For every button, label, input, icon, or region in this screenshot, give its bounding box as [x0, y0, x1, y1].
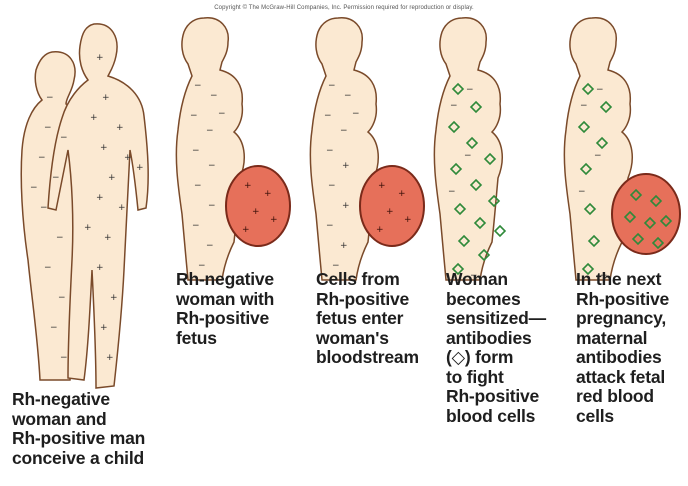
svg-text:−: −: [206, 126, 214, 136]
svg-text:+: +: [342, 161, 350, 171]
svg-text:−: −: [352, 109, 360, 119]
svg-text:−: −: [594, 151, 602, 161]
fetus-sac: [226, 166, 290, 246]
svg-text:−: −: [50, 323, 58, 333]
caption-stage-1: Rh-negative woman and Rh-positive man co…: [12, 390, 145, 468]
svg-text:+: +: [252, 207, 260, 217]
svg-text:−: −: [466, 85, 474, 95]
svg-text:−: −: [206, 241, 214, 251]
pregnant-woman-stage-3: −−− −−− +−+ −+− +++ ++: [310, 18, 424, 280]
svg-text:−: −: [326, 221, 334, 231]
svg-text:−: −: [340, 126, 348, 136]
svg-text:−: −: [324, 111, 332, 121]
sensitized-woman-stage-4: −−− −−: [434, 18, 505, 281]
caption-stage-4: Woman becomes sensitized— antibodies (◇)…: [446, 270, 546, 426]
svg-text:+: +: [136, 163, 144, 173]
couple-figure: −−− −−− −−− −−− +++ +++ +++ +++ +++ +: [21, 24, 148, 388]
svg-text:+: +: [118, 203, 126, 213]
svg-text:+: +: [96, 53, 104, 63]
svg-text:−: −: [328, 81, 336, 91]
svg-text:−: −: [448, 187, 456, 197]
svg-text:−: −: [344, 91, 352, 101]
svg-text:+: +: [100, 323, 108, 333]
svg-text:+: +: [96, 263, 104, 273]
svg-text:−: −: [44, 123, 52, 133]
fetus-sac: [360, 166, 424, 246]
svg-text:−: −: [56, 233, 64, 243]
svg-text:+: +: [100, 143, 108, 153]
fetus-sac: [612, 174, 680, 254]
svg-text:+: +: [378, 181, 386, 191]
svg-text:−: −: [194, 81, 202, 91]
svg-text:+: +: [342, 201, 350, 211]
svg-text:−: −: [38, 153, 46, 163]
pregnant-woman-stage-5: −−− −−: [564, 18, 680, 281]
svg-text:−: −: [464, 151, 472, 161]
svg-text:−: −: [60, 133, 68, 143]
svg-text:+: +: [106, 353, 114, 363]
pregnant-woman-stage-2: −−− −−− −−− −−− +++ ++: [176, 18, 290, 280]
svg-text:−: −: [192, 221, 200, 231]
svg-text:−: −: [190, 111, 198, 121]
svg-text:+: +: [84, 223, 92, 233]
svg-text:−: −: [218, 109, 226, 119]
svg-text:−: −: [210, 91, 218, 101]
svg-text:−: −: [194, 181, 202, 191]
svg-text:−: −: [208, 161, 216, 171]
svg-text:−: −: [450, 101, 458, 111]
svg-text:+: +: [108, 173, 116, 183]
svg-text:+: +: [90, 113, 98, 123]
svg-text:+: +: [404, 215, 412, 225]
svg-text:+: +: [386, 207, 394, 217]
caption-stage-3: Cells from Rh-positive fetus enter woman…: [316, 270, 419, 368]
svg-text:+: +: [398, 189, 406, 199]
svg-text:+: +: [242, 225, 250, 235]
svg-text:+: +: [104, 233, 112, 243]
caption-stage-2: Rh-negative woman with Rh-positive fetus: [176, 270, 274, 348]
svg-text:−: −: [192, 146, 200, 156]
svg-text:+: +: [110, 293, 118, 303]
svg-text:+: +: [124, 153, 132, 163]
svg-text:−: −: [60, 353, 68, 363]
svg-text:−: −: [208, 201, 216, 211]
svg-text:−: −: [58, 293, 66, 303]
svg-text:+: +: [264, 189, 272, 199]
svg-text:+: +: [376, 225, 384, 235]
svg-text:−: −: [580, 101, 588, 111]
svg-text:+: +: [116, 123, 124, 133]
svg-text:−: −: [44, 263, 52, 273]
svg-text:+: +: [96, 193, 104, 203]
svg-text:−: −: [326, 146, 334, 156]
svg-text:+: +: [102, 93, 110, 103]
svg-text:+: +: [340, 241, 348, 251]
svg-text:−: −: [52, 173, 60, 183]
svg-text:−: −: [328, 181, 336, 191]
svg-text:−: −: [578, 187, 586, 197]
svg-text:−: −: [596, 85, 604, 95]
svg-text:−: −: [40, 203, 48, 213]
svg-text:+: +: [270, 215, 278, 225]
caption-stage-5: In the next Rh-positive pregnancy, mater…: [576, 270, 669, 426]
svg-text:+: +: [244, 181, 252, 191]
svg-text:−: −: [30, 183, 38, 193]
svg-text:−: −: [46, 93, 54, 103]
